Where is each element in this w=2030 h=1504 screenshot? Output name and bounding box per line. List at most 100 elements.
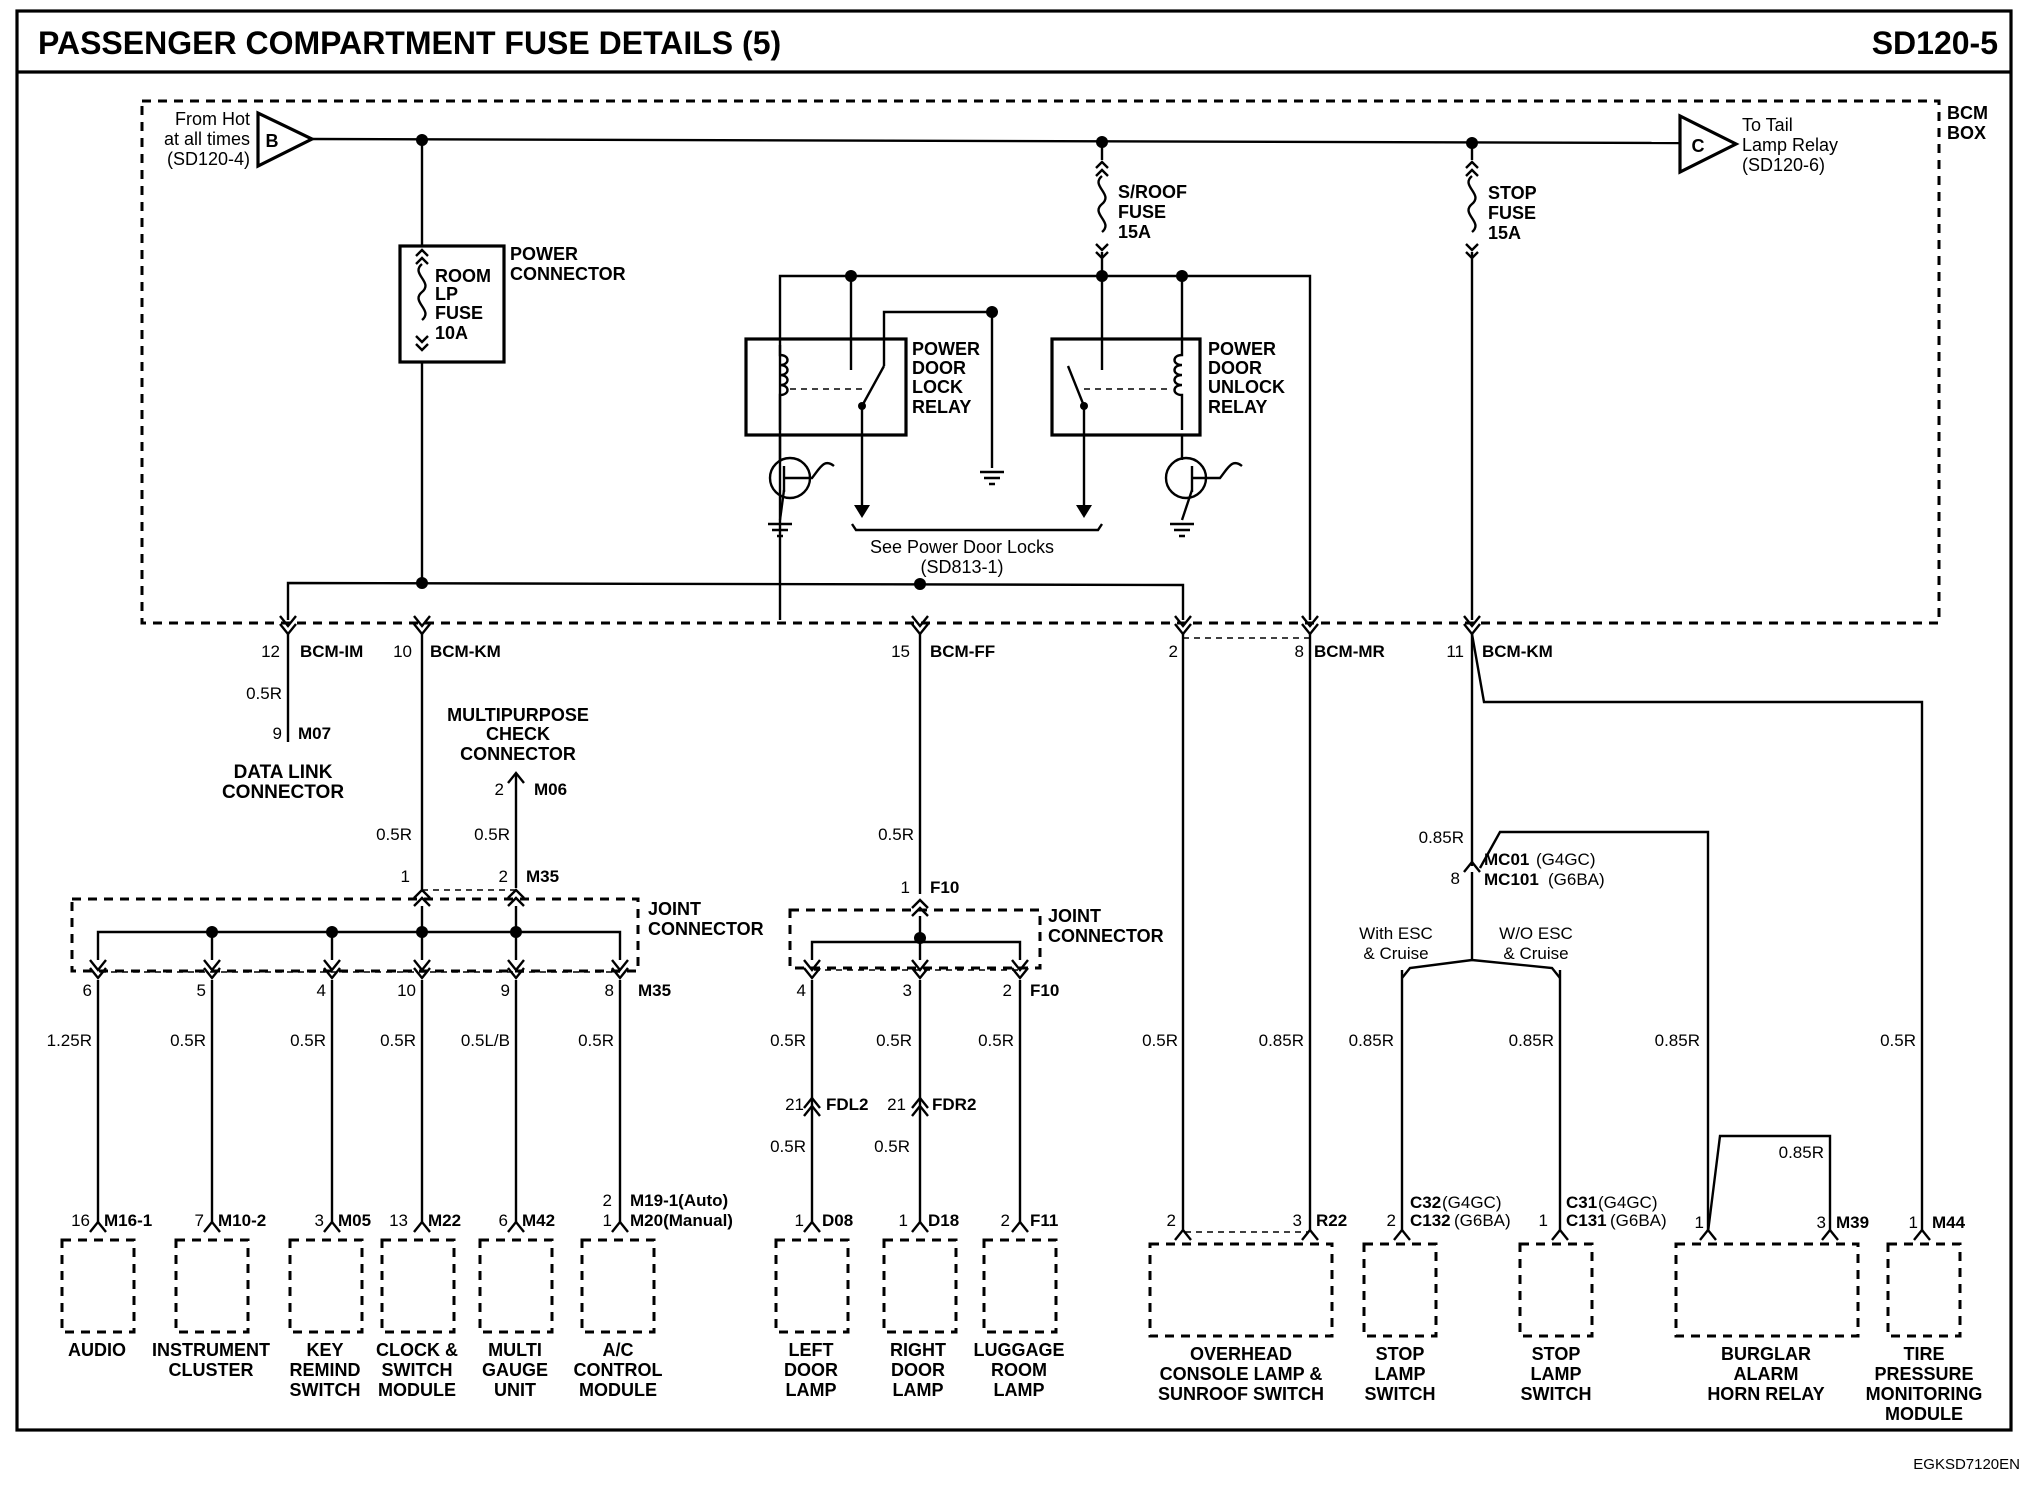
svg-text:FDR2: FDR2 xyxy=(932,1095,976,1114)
lock-relay-coil-icon xyxy=(778,345,789,430)
svg-text:M39: M39 xyxy=(1836,1213,1869,1232)
svg-text:M05: M05 xyxy=(338,1211,371,1230)
svg-text:KEY: KEY xyxy=(306,1340,343,1360)
source-b-connector: B xyxy=(256,110,316,169)
wo-esc-label-2: & Cruise xyxy=(1503,944,1568,963)
page-frame xyxy=(15,9,2013,1432)
joint1-in-conn: M35 xyxy=(526,867,559,886)
svg-text:A/C: A/C xyxy=(603,1340,634,1360)
svg-text:AUDIO: AUDIO xyxy=(68,1340,126,1360)
svg-text:2: 2 xyxy=(1003,981,1012,1000)
svg-text:1.25R: 1.25R xyxy=(47,1031,92,1050)
mc01-label: MC01 xyxy=(1484,850,1529,869)
svg-text:FDL2: FDL2 xyxy=(826,1095,869,1114)
sroof-fuse-label: S/ROOF xyxy=(1118,182,1187,202)
svg-text:0.85R: 0.85R xyxy=(1509,1031,1554,1050)
room-fuse-label-2: LP xyxy=(435,284,458,304)
svg-text:0.5R: 0.5R xyxy=(578,1031,614,1050)
svg-text:TIRE: TIRE xyxy=(1903,1344,1944,1364)
svg-text:M20(Manual): M20(Manual) xyxy=(630,1211,733,1230)
svg-text:UNIT: UNIT xyxy=(494,1380,536,1400)
stop-fuse-label: STOP xyxy=(1488,183,1537,203)
svg-text:SUNROOF SWITCH: SUNROOF SWITCH xyxy=(1158,1384,1324,1404)
room-lp-fuse-icon xyxy=(415,248,429,352)
junction-dot xyxy=(914,932,926,944)
esc-option-split xyxy=(1401,958,1561,979)
svg-text:(G4GC): (G4GC) xyxy=(1442,1193,1502,1212)
see-ref-label-2: (SD813-1) xyxy=(920,557,1003,577)
dest-c-label-2: Lamp Relay xyxy=(1742,135,1838,155)
stop-fuse-label-2: FUSE xyxy=(1488,203,1536,223)
bcm-pin-arrows xyxy=(279,615,1481,636)
svg-text:HORN RELAY: HORN RELAY xyxy=(1707,1384,1824,1404)
svg-text:0.5R: 0.5R xyxy=(876,1031,912,1050)
svg-text:0.5L/B: 0.5L/B xyxy=(461,1031,510,1050)
svg-text:0.5R: 0.5R xyxy=(874,1137,910,1156)
svg-text:21: 21 xyxy=(785,1095,804,1114)
bcm-km-label: BCM-KM xyxy=(430,642,501,661)
svg-text:0.85R: 0.85R xyxy=(1779,1143,1824,1162)
wo-esc-label: W/O ESC xyxy=(1499,924,1573,943)
joint2-out-conn: F10 xyxy=(1030,981,1059,1000)
joint1-label-2: CONNECTOR xyxy=(648,919,764,939)
stop-branch-wire-color: 0.85R xyxy=(1419,828,1464,847)
page-title: PASSENGER COMPARTMENT FUSE DETAILS (5) xyxy=(38,25,781,61)
svg-text:7: 7 xyxy=(195,1211,204,1230)
svg-text:2: 2 xyxy=(1387,1211,1396,1230)
svg-text:0.5R: 0.5R xyxy=(1142,1031,1178,1050)
bcm-box-label-2: BOX xyxy=(1947,123,1986,143)
svg-text:M22: M22 xyxy=(428,1211,461,1230)
svg-text:(G4GC): (G4GC) xyxy=(1598,1193,1658,1212)
bcm-pin-15: 15 xyxy=(891,642,910,661)
joint2-output-left-door-lamp: 4 0.5R 21 FDL2 0.5R 1 D08 LEFT DOOR LAMP xyxy=(770,959,869,1400)
overhead-console-lamp-sunroof-switch: 0.5R 0.85R 2 3 R22 OVERHEAD CONSOLE LAMP… xyxy=(1142,634,1347,1404)
joint1-in-pin1: 1 xyxy=(401,867,410,886)
source-b-label-3: (SD120-4) xyxy=(167,149,250,169)
svg-text:CONSOLE LAMP &: CONSOLE LAMP & xyxy=(1160,1364,1323,1384)
junction-dot xyxy=(416,577,428,589)
bcm-pin-10: 10 xyxy=(393,642,412,661)
svg-text:LAMP: LAMP xyxy=(1375,1364,1426,1384)
power-connector-label-2: CONNECTOR xyxy=(510,264,626,284)
svg-text:STOP: STOP xyxy=(1532,1344,1581,1364)
svg-text:F11: F11 xyxy=(1030,1211,1058,1230)
svg-text:3: 3 xyxy=(1293,1211,1302,1230)
stop-fuse-icon xyxy=(1465,160,1479,260)
svg-text:(G6BA): (G6BA) xyxy=(1610,1211,1667,1230)
svg-text:MODULE: MODULE xyxy=(579,1380,657,1400)
svg-text:C32: C32 xyxy=(1410,1193,1441,1212)
data-link-label-2: CONNECTOR xyxy=(222,782,344,803)
power-connector-box xyxy=(398,244,506,364)
svg-text:M16-1: M16-1 xyxy=(104,1211,152,1230)
svg-text:6: 6 xyxy=(83,981,92,1000)
dest-c-connector: C xyxy=(1678,113,1740,175)
bcm-km-label-2: BCM-KM xyxy=(1482,642,1553,661)
svg-text:2: 2 xyxy=(1167,1211,1176,1230)
svg-text:1: 1 xyxy=(1695,1213,1704,1232)
svg-text:R22: R22 xyxy=(1316,1211,1347,1230)
dest-c-label-3: (SD120-6) xyxy=(1742,155,1825,175)
joint1-output-instrument-cluster: 5 0.5R 7 M10-2 INSTRUMENT CLUSTER xyxy=(152,932,270,1380)
svg-text:3: 3 xyxy=(903,981,912,1000)
multipurpose-wire-color: 0.5R xyxy=(474,825,510,844)
svg-text:BURGLAR: BURGLAR xyxy=(1721,1344,1811,1364)
lock-relay-label: POWER xyxy=(912,339,980,359)
unlock-relay-label: POWER xyxy=(1208,339,1276,359)
svg-text:5: 5 xyxy=(197,981,206,1000)
bcm-pin-12: 12 xyxy=(261,642,280,661)
svg-text:C131: C131 xyxy=(1566,1211,1607,1230)
svg-text:10: 10 xyxy=(397,981,416,1000)
joint2-output-right-door-lamp: 3 0.5R 21 FDR2 0.5R 1 D18 RIGHT DOOR LAM… xyxy=(874,959,976,1400)
joint-connector-1 xyxy=(70,897,640,973)
joint2-in-wire: 0.5R xyxy=(878,825,914,844)
svg-text:6: 6 xyxy=(499,1211,508,1230)
bcm-box-outline xyxy=(140,99,1941,625)
svg-text:1: 1 xyxy=(795,1211,804,1230)
svg-text:ROOM: ROOM xyxy=(991,1360,1047,1380)
svg-text:B: B xyxy=(266,131,279,151)
svg-text:0.5R: 0.5R xyxy=(770,1137,806,1156)
svg-text:REMIND: REMIND xyxy=(290,1360,361,1380)
svg-text:LAMP: LAMP xyxy=(994,1380,1045,1400)
svg-text:3: 3 xyxy=(315,1211,324,1230)
mc01-engine: (G4GC) xyxy=(1536,850,1596,869)
